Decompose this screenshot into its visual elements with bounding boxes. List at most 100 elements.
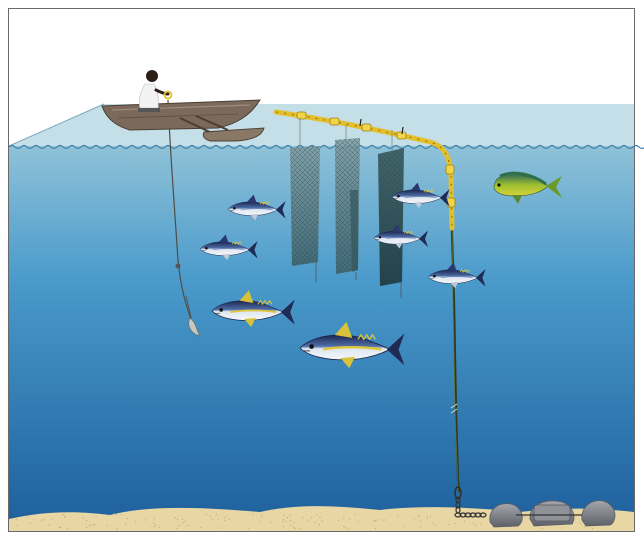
sand-dot xyxy=(375,520,376,521)
sand-dot xyxy=(176,528,177,529)
sand-dot xyxy=(211,519,212,520)
sand-dot xyxy=(252,514,253,515)
sand-dot xyxy=(113,513,114,514)
sand-dot xyxy=(90,524,91,525)
sand-dot xyxy=(354,514,355,515)
sand-dot xyxy=(175,517,176,518)
sand-dot xyxy=(315,522,316,523)
sand-dot xyxy=(580,523,581,524)
sand-dot xyxy=(293,522,294,523)
sand-dot xyxy=(159,527,160,528)
sand-dot xyxy=(187,525,188,526)
sand-dot xyxy=(432,523,433,524)
sand-dot xyxy=(96,517,97,518)
sand-dot xyxy=(592,528,593,529)
sand-dot xyxy=(420,526,421,527)
sand-dot xyxy=(384,519,385,520)
sand-dot xyxy=(418,515,419,516)
sand-dot xyxy=(182,522,183,523)
sand-dot xyxy=(154,518,155,519)
sand-dot xyxy=(300,528,301,529)
sand-dot xyxy=(415,519,416,520)
net-panel xyxy=(378,130,404,298)
sand-dot xyxy=(206,514,207,515)
sand-dot xyxy=(89,525,90,526)
sand-dot xyxy=(86,527,87,528)
sand-dot xyxy=(33,519,34,520)
sand-dot xyxy=(525,516,526,517)
sand-dot xyxy=(343,526,344,527)
sand-dot xyxy=(338,520,339,521)
sand-dot xyxy=(375,528,376,529)
sand-dot xyxy=(498,527,499,528)
sand-dot xyxy=(427,516,428,517)
sand-dot xyxy=(182,519,183,520)
water xyxy=(9,104,644,530)
sand-dot xyxy=(120,514,121,515)
sand-dot xyxy=(155,525,156,526)
sand-dot xyxy=(421,521,422,522)
sand-dot xyxy=(61,527,62,528)
sand-dot xyxy=(480,523,481,524)
sand-dot xyxy=(117,528,118,529)
sand-dot xyxy=(218,518,219,519)
sand-dot xyxy=(319,524,320,525)
sand-dot xyxy=(224,520,225,521)
sand-dot xyxy=(262,517,263,518)
sand-dot xyxy=(83,517,84,518)
sand-dot xyxy=(542,528,543,529)
sand-dot xyxy=(220,527,221,528)
sand-dot xyxy=(473,523,474,524)
sand-dot xyxy=(584,526,585,527)
sand-dot xyxy=(94,524,95,525)
sand-dot xyxy=(295,528,296,529)
sand-dot xyxy=(41,520,42,521)
sand-dot xyxy=(184,521,185,522)
sand-dot xyxy=(153,526,154,527)
sand-dot xyxy=(59,527,60,528)
sand-dot xyxy=(210,516,211,517)
sand-dot xyxy=(464,521,465,522)
sand-dot xyxy=(397,515,398,516)
sand-dot xyxy=(65,517,66,518)
sand-dot xyxy=(373,520,374,521)
sand-dot xyxy=(290,515,291,516)
sand-dot xyxy=(348,528,349,529)
sand-dot xyxy=(283,526,284,527)
sand-dot xyxy=(350,518,351,519)
sand-dot xyxy=(144,519,145,520)
sand-dot xyxy=(27,516,28,517)
net-panel xyxy=(335,124,360,280)
sand-dot xyxy=(448,524,449,525)
sand-dot xyxy=(16,519,17,520)
sand-dot xyxy=(116,514,117,515)
sand-dot xyxy=(106,525,107,526)
sand-dot xyxy=(177,519,178,520)
sand-dot xyxy=(216,514,217,515)
sand-dot xyxy=(86,520,87,521)
sand-dot xyxy=(225,517,226,518)
sand-dot xyxy=(307,520,308,521)
sand-dot xyxy=(475,525,476,526)
sand-dot xyxy=(179,525,180,526)
sand-dot xyxy=(322,520,323,521)
sand-dot xyxy=(419,516,420,517)
sand-dot xyxy=(455,523,456,524)
sand-dot xyxy=(282,521,283,522)
sand-dot xyxy=(30,522,31,523)
sand-dot xyxy=(49,525,50,526)
sand-dot xyxy=(427,518,428,519)
sand-dot xyxy=(284,515,285,516)
sand-dot xyxy=(382,519,383,520)
sand-dot xyxy=(404,526,405,527)
sand-dot xyxy=(435,525,436,526)
sand-dot xyxy=(63,514,64,515)
sand-dot xyxy=(43,519,44,520)
sand-dot xyxy=(125,523,126,524)
sand-dot xyxy=(285,521,286,522)
sand-dot xyxy=(287,517,288,518)
sand-dot xyxy=(317,514,318,515)
sand-dot xyxy=(283,519,284,520)
